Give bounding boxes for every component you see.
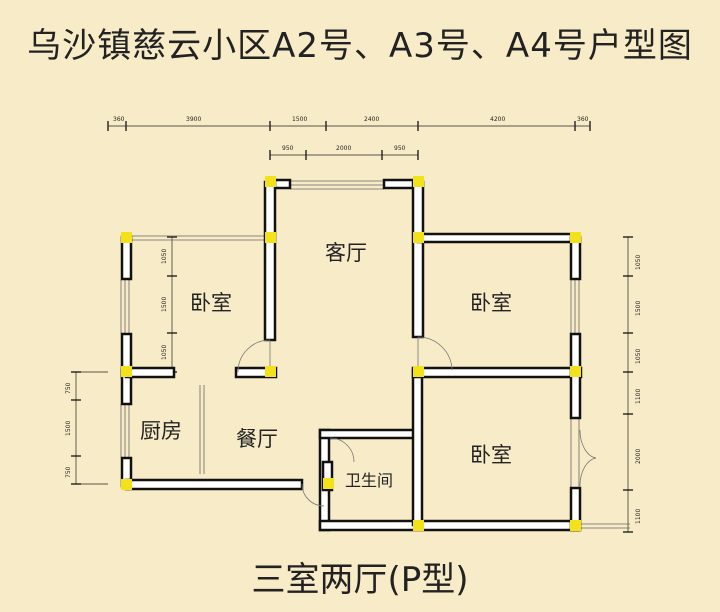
floor-plan-type: 三室两厅(P型): [251, 560, 469, 600]
dim-label: 1500: [635, 301, 642, 316]
page-title: 乌沙镇慈云小区A2号、A3号、A4号户型图: [27, 26, 693, 66]
room-label-kitchen: 厨房: [140, 419, 182, 443]
dim-label: 3900: [186, 116, 201, 123]
dim-label: 360: [577, 116, 589, 123]
dim-label: 1500: [292, 116, 307, 123]
dim-label: 360: [113, 116, 125, 123]
dimension-left-lower: 750 1500 750: [65, 371, 108, 485]
dimension-right: 1050 1500 1050 1100 2000 1100: [623, 236, 642, 533]
dim-label: 1100: [635, 389, 642, 404]
dim-label: 1500: [65, 421, 72, 436]
windows: [120, 180, 630, 529]
doors: [199, 336, 597, 507]
dimension-top-row2: 950 2000 950: [269, 145, 419, 160]
dim-label: 950: [394, 145, 406, 152]
room-label-bedroom-left: 卧室: [190, 291, 232, 315]
dim-label: 2400: [364, 116, 379, 123]
room-label-bathroom: 卫生间: [345, 471, 393, 490]
dim-label: 950: [282, 145, 294, 152]
dim-label: 1050: [635, 255, 642, 270]
dim-label: 2000: [635, 449, 642, 464]
dim-label: 4200: [490, 116, 505, 123]
dim-label: 1100: [635, 509, 642, 524]
dim-label: 1050: [635, 349, 642, 364]
dim-label: 1050: [161, 345, 168, 360]
dim-label: 1500: [161, 297, 168, 312]
dim-label: 1050: [161, 249, 168, 264]
room-label-living-room: 客厅: [325, 241, 367, 265]
dimension-left-upper: 1050 1500 1050: [161, 236, 177, 373]
dim-label: 750: [65, 466, 72, 478]
room-label-bedroom-right-bottom: 卧室: [470, 443, 512, 467]
room-label-bedroom-right-top: 卧室: [470, 291, 512, 315]
room-label-dining-room: 餐厅: [236, 427, 278, 451]
dim-label: 2000: [336, 145, 351, 152]
dimension-top-row1: 360 3900 1500 2400 4200 360: [107, 116, 591, 131]
columns: [121, 176, 581, 531]
dim-label: 750: [65, 382, 72, 394]
